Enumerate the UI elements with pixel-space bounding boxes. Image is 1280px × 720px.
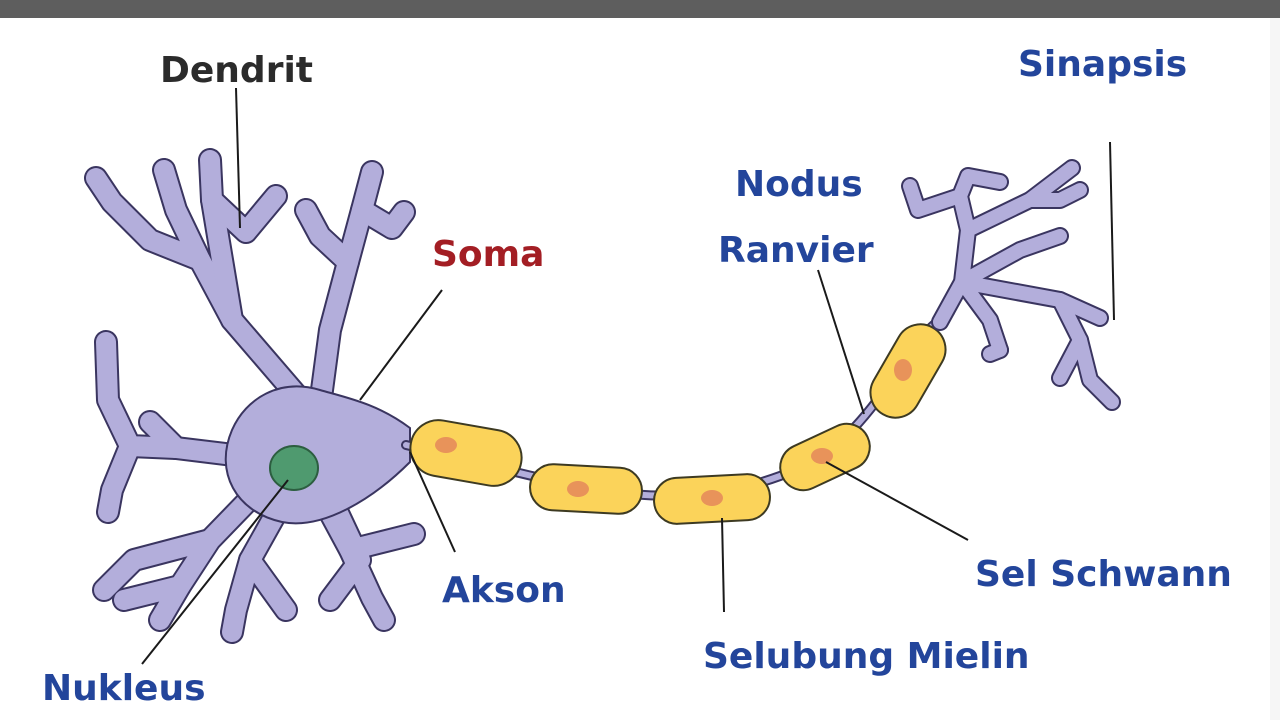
leader-dendrit bbox=[235, 87, 241, 229]
leader-soma bbox=[359, 289, 443, 401]
myelin-sheath bbox=[409, 323, 947, 525]
soma-body bbox=[224, 385, 411, 525]
leader-sel-schwann bbox=[825, 461, 969, 541]
schwann-cell bbox=[529, 463, 643, 515]
schwann-cell bbox=[409, 419, 523, 487]
page-edge bbox=[1270, 18, 1280, 720]
leader-akson bbox=[409, 451, 456, 553]
leader-nukleus bbox=[141, 479, 289, 665]
leader-lines bbox=[141, 87, 1115, 665]
leader-ranvier bbox=[817, 269, 865, 415]
dendrite-fill bbox=[86, 150, 424, 642]
label-sel-schwann: Sel Schwann bbox=[975, 554, 1232, 595]
label-sinapsis: Sinapsis bbox=[1018, 44, 1187, 85]
terminal-fill bbox=[903, 161, 1119, 409]
schwann-cell bbox=[653, 473, 771, 525]
schwann-cell bbox=[779, 422, 871, 492]
dendrite-tree bbox=[84, 148, 426, 644]
leader-mielin bbox=[721, 517, 725, 613]
label-dendrit: Dendrit bbox=[160, 50, 313, 91]
axon-terminal bbox=[901, 159, 1121, 411]
label-nodus: Nodus bbox=[735, 164, 863, 205]
label-akson: Akson bbox=[442, 570, 566, 611]
label-nukleus: Nukleus bbox=[42, 668, 206, 709]
leader-sinapsis bbox=[1109, 141, 1115, 321]
nucleus bbox=[269, 445, 319, 491]
labels: Dendrit Soma Nukleus Akson Nodus Ranvier… bbox=[42, 44, 1232, 709]
schwann-cell bbox=[869, 323, 947, 419]
label-soma: Soma bbox=[432, 234, 544, 275]
label-selubung-mielin: Selubung Mielin bbox=[703, 636, 1030, 677]
label-ranvier: Ranvier bbox=[718, 230, 874, 271]
top-bar bbox=[0, 0, 1280, 18]
